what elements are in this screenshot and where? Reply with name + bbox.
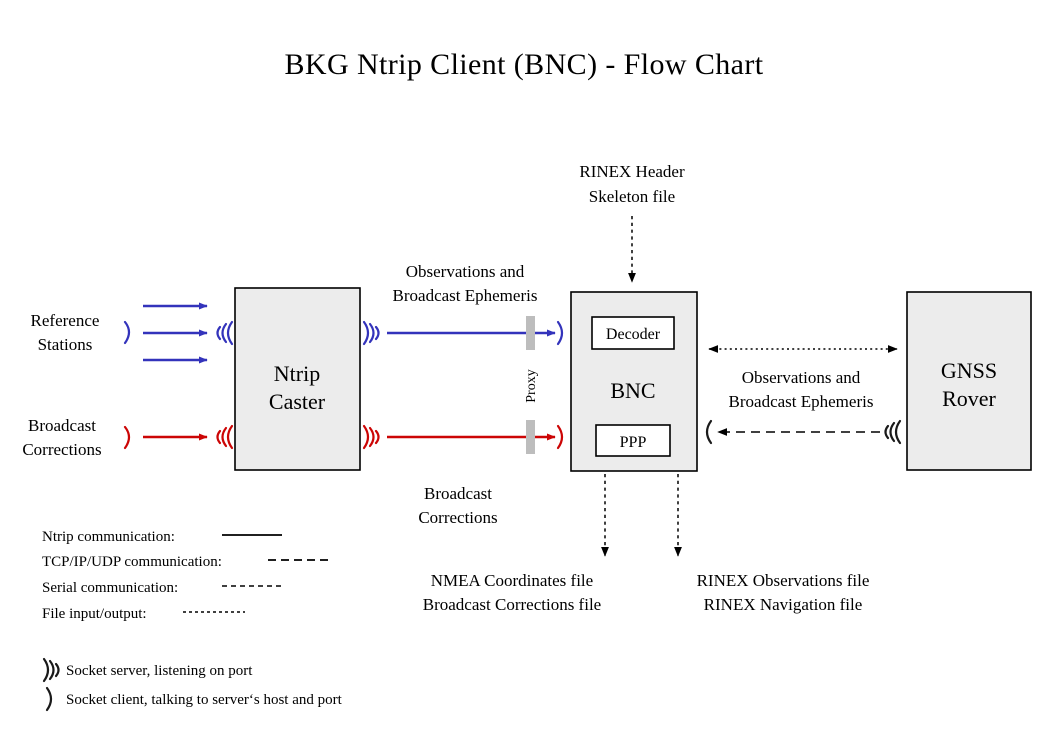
- socket-client-icon-legend: [45, 686, 53, 712]
- gnss-rover-box[interactable]: [906, 291, 1032, 471]
- legend-item-label-2: Serial communication:: [42, 580, 178, 596]
- legend-item-label-0: Ntrip communication:: [42, 529, 175, 545]
- socket-server-icon-rover: [884, 419, 902, 445]
- socket-server-icon-caster-in-corrections: [216, 424, 234, 450]
- proxy-bar-lower: [526, 420, 535, 454]
- rinex-output-label-line2: RINEX Navigation file: [704, 595, 863, 614]
- decoder-label: Decoder: [606, 326, 661, 343]
- gnss-rover-label-line1: GNSS: [941, 358, 997, 383]
- ntrip-caster-label-line1: Ntrip: [274, 361, 320, 386]
- rinex-header-label-line1: RINEX Header: [579, 162, 685, 181]
- bnc-label: BNC: [610, 378, 655, 403]
- socket-client-icon-reference-stations: [123, 320, 131, 345]
- socket-client-icon-bnc-in-corrections: [556, 424, 564, 450]
- broadcast-corrections-source-label-line1: Broadcast: [28, 416, 96, 435]
- socket-server-icon-caster-out-corrections: [362, 424, 380, 450]
- rinex-output-label-line1: RINEX Observations file: [697, 571, 870, 590]
- ppp-label: PPP: [620, 434, 647, 451]
- ntrip-caster-label-line2: Caster: [269, 389, 326, 414]
- socket-client-icon-bnc-in-ntrip: [556, 320, 564, 346]
- observations-ephemeris-label-left-line1: Observations and: [406, 262, 525, 281]
- reference-stations-label-line1: Reference: [31, 311, 100, 330]
- ppp-box[interactable]: [595, 424, 671, 457]
- decoder-box[interactable]: [591, 316, 675, 350]
- socket-server-icon-legend: [42, 657, 60, 683]
- proxy-label: Proxy: [524, 369, 539, 402]
- gnss-rover-label-line2: Rover: [942, 386, 996, 411]
- nmea-output-label-line2: Broadcast Corrections file: [423, 595, 601, 614]
- legend-socket-server-label: Socket server, listening on port: [66, 663, 253, 679]
- legend-socket-client-label: Socket client, talking to server‘s host …: [66, 692, 343, 708]
- legend-item-label-1: TCP/IP/UDP communication:: [42, 554, 222, 570]
- socket-client-icon-broadcast-corrections: [123, 425, 131, 450]
- socket-server-icon-caster-out-ntrip: [362, 320, 380, 346]
- ntrip-caster-box[interactable]: [234, 287, 361, 471]
- legend-item-label-3: File input/output:: [42, 606, 147, 622]
- broadcast-corrections-source-label-line2: Corrections: [22, 440, 101, 459]
- rinex-header-label-line2: Skeleton file: [589, 187, 675, 206]
- page-title: BKG Ntrip Client (BNC) - Flow Chart: [285, 48, 764, 81]
- broadcast-corrections-label-mid-line2: Corrections: [418, 508, 497, 527]
- reference-stations-label-line2: Stations: [38, 335, 93, 354]
- proxy-bar-upper: [526, 316, 535, 350]
- observations-ephemeris-label-right-line2: Broadcast Ephemeris: [729, 392, 874, 411]
- nmea-output-label-line1: NMEA Coordinates file: [431, 571, 593, 590]
- observations-ephemeris-label-left-line2: Broadcast Ephemeris: [393, 286, 538, 305]
- broadcast-corrections-label-mid-line1: Broadcast: [424, 484, 492, 503]
- observations-ephemeris-label-right-line1: Observations and: [742, 368, 861, 387]
- socket-client-icon-bnc-rover: [705, 419, 713, 445]
- socket-server-icon-caster-in-ntrip: [216, 320, 234, 346]
